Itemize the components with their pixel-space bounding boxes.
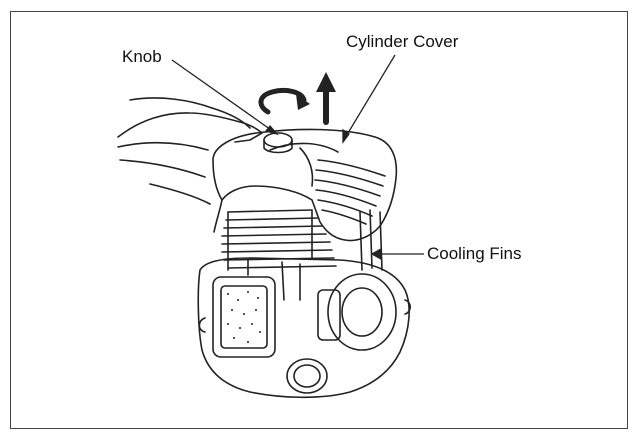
- air-filter: [212, 276, 276, 358]
- cover-leader: [344, 54, 396, 139]
- cover-ribs: [314, 159, 386, 225]
- fuel-cap: [286, 358, 328, 394]
- thumb: [211, 107, 251, 129]
- cylinder-cover: [212, 128, 398, 242]
- hand-outline: [117, 97, 263, 205]
- engine-body: [197, 257, 410, 399]
- filter-texture: [227, 291, 261, 343]
- recoil-starter: [327, 273, 397, 351]
- knob-leader: [171, 59, 275, 133]
- label-cylinder-cover: Cylinder Cover: [346, 32, 459, 51]
- label-knob: Knob: [122, 47, 162, 66]
- rotate-arrow-icon: [258, 87, 310, 115]
- knob-shape: [263, 132, 293, 148]
- label-cooling-fins: Cooling Fins: [427, 244, 522, 263]
- lift-arrow-icon: [316, 72, 336, 125]
